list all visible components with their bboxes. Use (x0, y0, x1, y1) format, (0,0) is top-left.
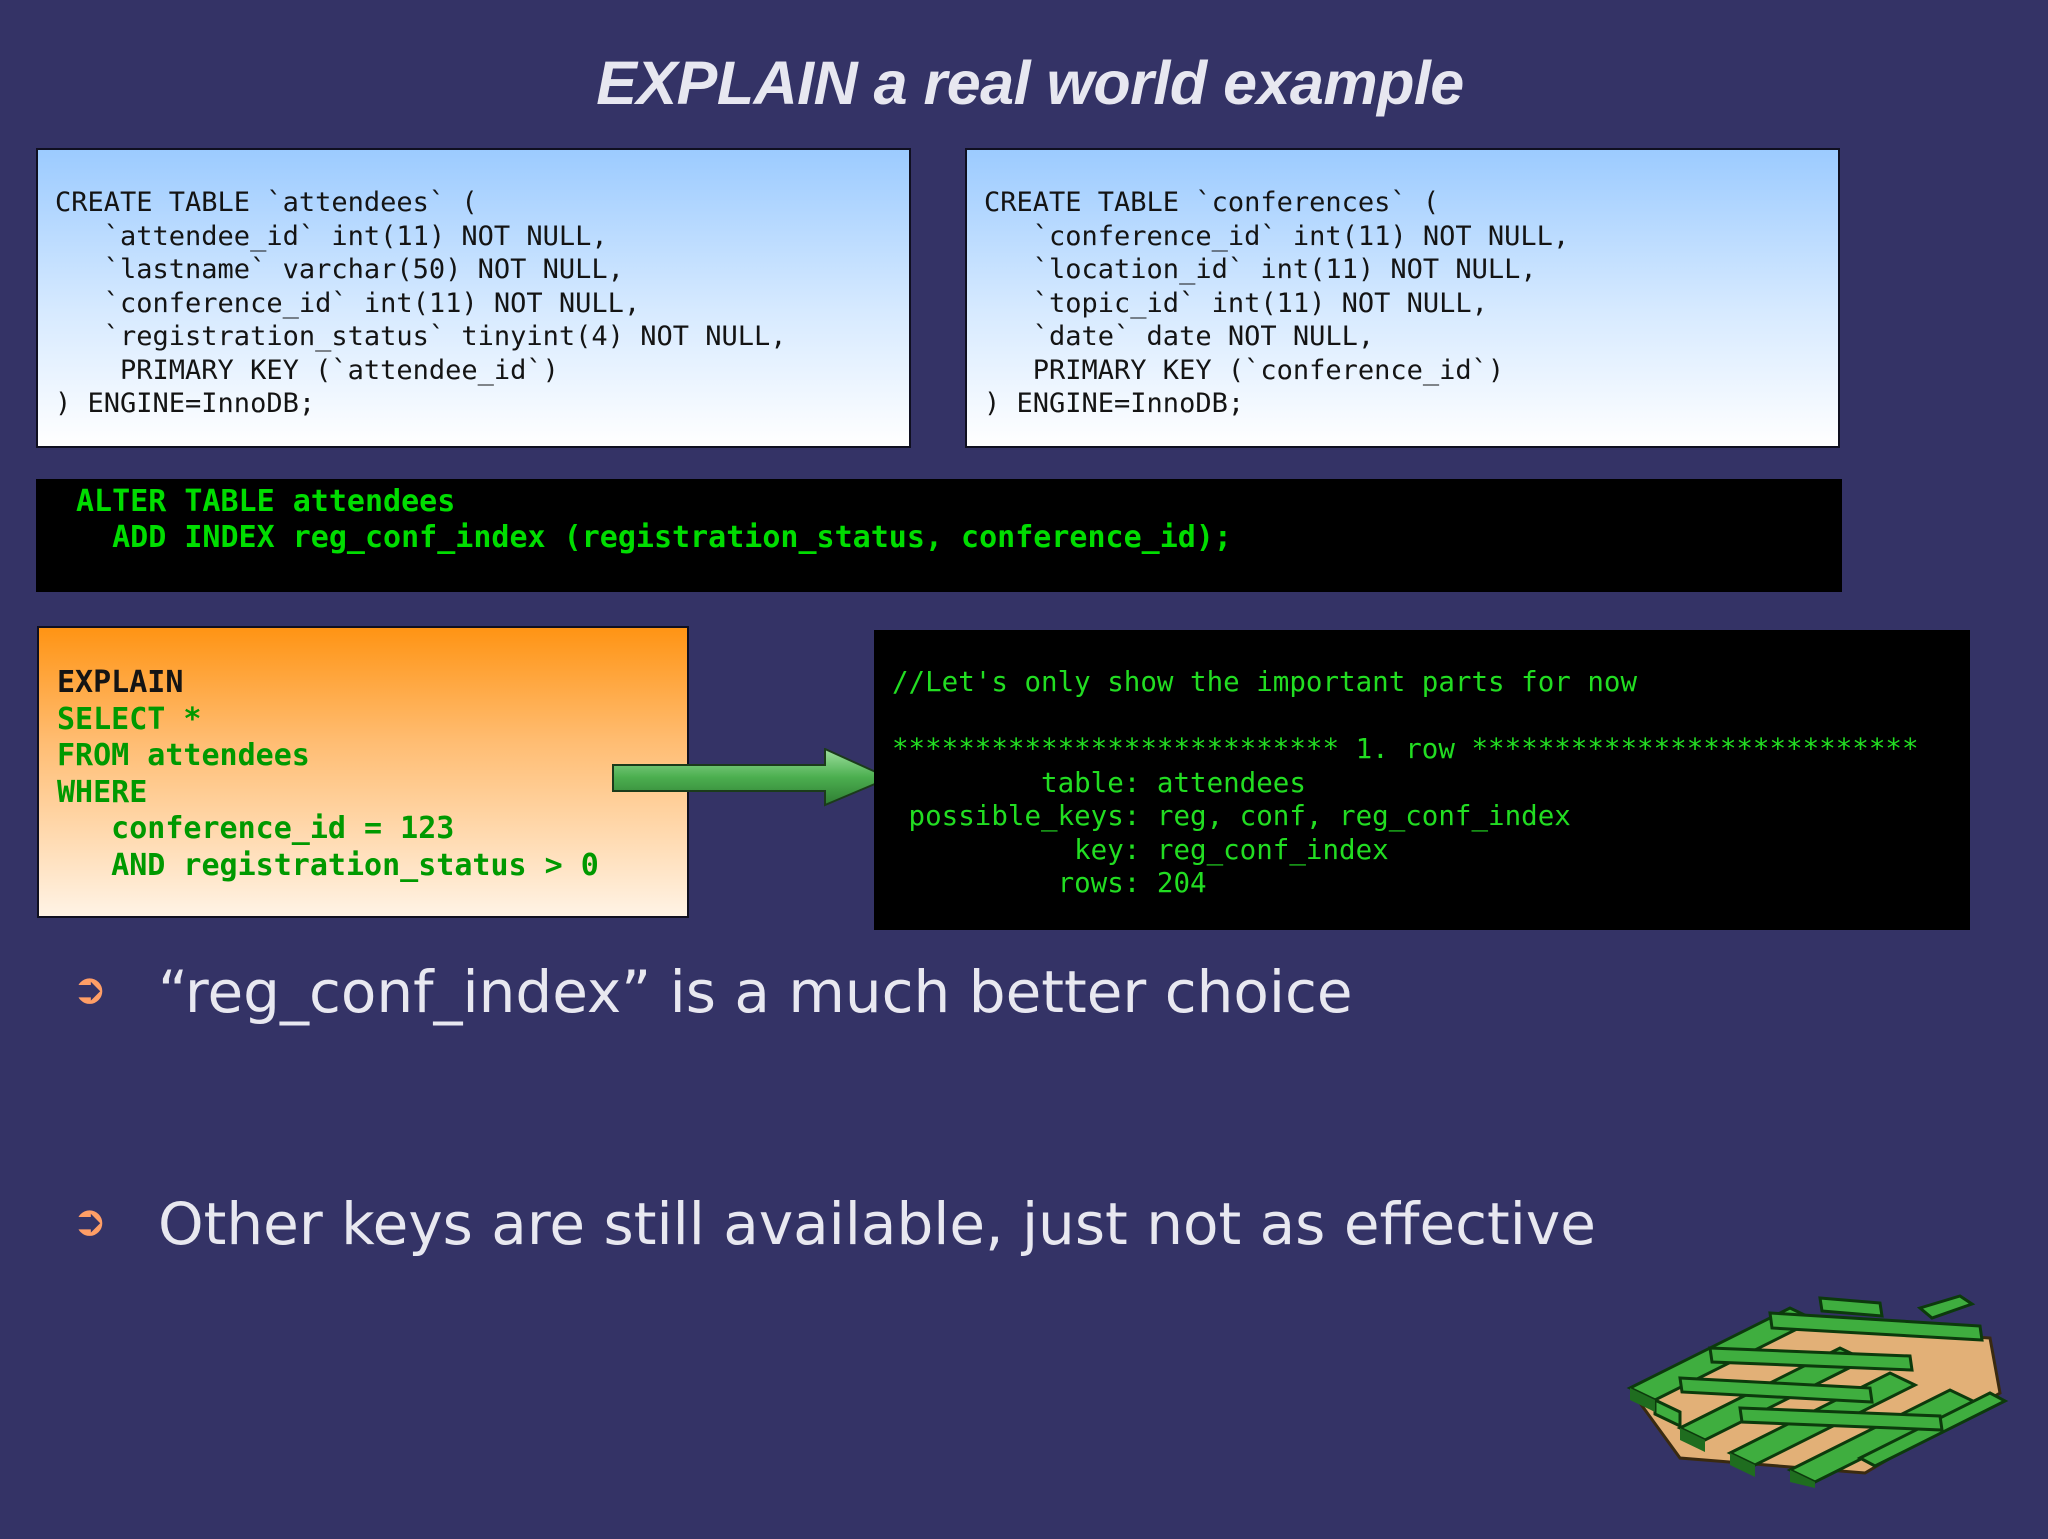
code-line: SELECT * (57, 701, 202, 737)
code-line: `registration_status` tinyint(4) NOT NUL… (55, 321, 787, 352)
code-line: `location_id` int(11) NOT NULL, (984, 254, 1537, 285)
output-field: rows: 204 (892, 867, 1207, 899)
explain-keyword: EXPLAIN (57, 665, 184, 700)
code-line: ADD INDEX reg_conf_index (registration_s… (76, 520, 1232, 555)
code-line: PRIMARY KEY (`attendee_id`) (55, 354, 559, 386)
bullet-arrow-icon: ➲ (72, 964, 108, 1013)
code-line: `date` date NOT NULL, (984, 321, 1375, 352)
bullet-text: “reg_conf_index” is a much better choice (158, 958, 1353, 1026)
create-table-attendees-code: CREATE TABLE `attendees` ( `attendee_id`… (36, 148, 911, 448)
explain-output-code: //Let's only show the important parts fo… (874, 630, 1970, 930)
code-line: conference_id = 123 (57, 811, 455, 846)
output-field: possible_keys: reg, conf, reg_conf_index (892, 800, 1571, 832)
code-line: `attendee_id` int(11) NOT NULL, (55, 220, 608, 252)
right-arrow-icon (612, 748, 892, 807)
code-line: CREATE TABLE `conferences` ( (984, 187, 1440, 218)
code-line: ) ENGINE=InnoDB; (984, 388, 1245, 419)
output-row-header: *************************** 1. row *****… (892, 733, 1919, 765)
slide-title: EXPLAIN a real world example (596, 49, 1464, 117)
code-line: CREATE TABLE `attendees` ( (55, 187, 478, 218)
code-line: FROM attendees (57, 738, 310, 773)
alter-table-code: ALTER TABLE attendees ADD INDEX reg_conf… (36, 479, 1842, 592)
bullet-arrow-icon: ➲ (72, 1196, 108, 1245)
code-line: `conference_id` int(11) NOT NULL, (984, 220, 1570, 252)
maze-logo-icon (1626, 1294, 2009, 1488)
create-table-conferences-code: CREATE TABLE `conferences` ( `conference… (965, 148, 1840, 448)
code-line: ALTER TABLE attendees (76, 484, 456, 519)
code-line: `conference_id` int(11) NOT NULL, (55, 287, 641, 319)
explain-query-code: EXPLAIN SELECT * FROM attendees WHERE co… (37, 626, 689, 918)
code-line: `topic_id` int(11) NOT NULL, (984, 287, 1488, 319)
code-line: PRIMARY KEY (`conference_id`) (984, 354, 1505, 386)
code-line: ) ENGINE=InnoDB; (55, 388, 316, 419)
code-line: `lastname` varchar(50) NOT NULL, (55, 254, 624, 285)
output-comment: //Let's only show the important parts fo… (892, 666, 1638, 698)
code-line: AND registration_status > 0 (57, 847, 599, 883)
code-line: WHERE (57, 774, 148, 810)
output-field: table: attendees (892, 766, 1306, 799)
bullet-text: Other keys are still available, just not… (158, 1190, 1596, 1258)
output-field: key: reg_conf_index (892, 833, 1389, 866)
